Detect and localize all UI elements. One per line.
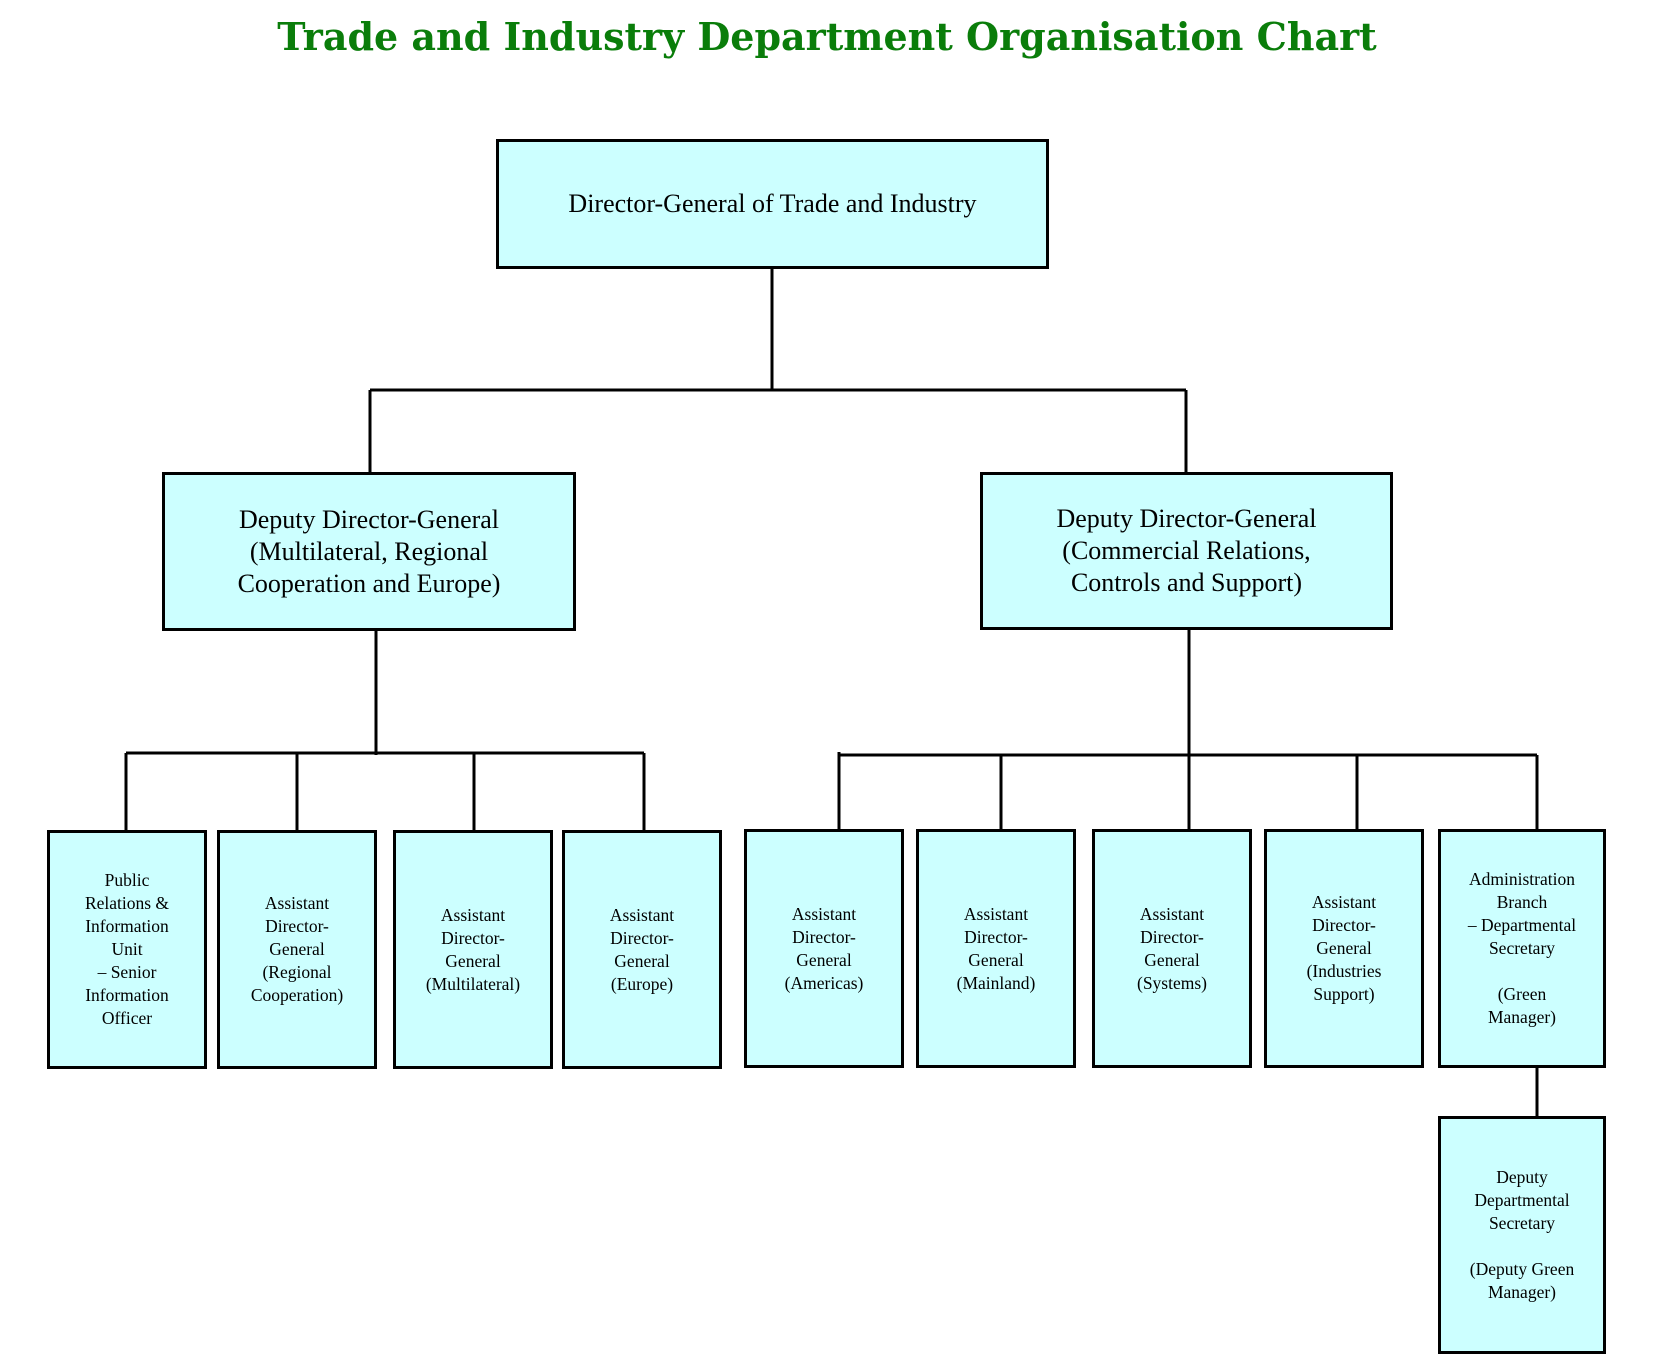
node-adg-multilateral: Assistant Director- General (Multilatera… bbox=[393, 830, 553, 1069]
node-label: Assistant Director- General (Industries … bbox=[1306, 892, 1382, 1004]
node-label: Assistant Director- General (Mainland) bbox=[956, 903, 1036, 993]
node-label: Administration Branch – Departmental Sec… bbox=[1467, 869, 1577, 1027]
node-label: Deputy Director-General (Multilateral, R… bbox=[237, 504, 501, 598]
node-adg-mainland: Assistant Director- General (Mainland) bbox=[916, 829, 1076, 1068]
node-adg-europe: Assistant Director- General (Europe) bbox=[562, 830, 722, 1069]
node-label: Public Relations & Information Unit – Se… bbox=[84, 870, 170, 1028]
node-label: Assistant Director- General (Europe) bbox=[609, 904, 675, 994]
node-adg-americas: Assistant Director- General (Americas) bbox=[744, 829, 904, 1068]
node-adg-regional-cooperation: Assistant Director- General (Regional Co… bbox=[217, 830, 377, 1069]
node-label: Assistant Director- General (Systems) bbox=[1137, 903, 1207, 993]
node-label: Assistant Director- General (Multilatera… bbox=[425, 904, 521, 994]
node-public-relations-unit: Public Relations & Information Unit – Se… bbox=[47, 830, 207, 1069]
node-label: Deputy Departmental Secretary (Deputy Gr… bbox=[1469, 1167, 1575, 1302]
node-label: Deputy Director-General (Commercial Rela… bbox=[1056, 504, 1317, 597]
node-label: Assistant Director- General (Americas) bbox=[784, 903, 864, 993]
node-label: Director-General of Trade and Industry bbox=[568, 189, 977, 218]
node-label: Assistant Director- General (Regional Co… bbox=[250, 893, 344, 1005]
node-adg-systems: Assistant Director- General (Systems) bbox=[1092, 829, 1252, 1068]
node-deputy-departmental-secretary: Deputy Departmental Secretary (Deputy Gr… bbox=[1438, 1116, 1606, 1354]
node-adg-industries-support: Assistant Director- General (Industries … bbox=[1264, 829, 1424, 1068]
node-director-general: Director-General of Trade and Industry bbox=[496, 139, 1049, 269]
chart-title: Trade and Industry Department Organisati… bbox=[277, 14, 1377, 59]
node-deputy-dg-commercial: Deputy Director-General (Commercial Rela… bbox=[980, 472, 1393, 630]
node-administration-branch: Administration Branch – Departmental Sec… bbox=[1438, 829, 1606, 1068]
node-deputy-dg-multilateral: Deputy Director-General (Multilateral, R… bbox=[162, 472, 576, 631]
